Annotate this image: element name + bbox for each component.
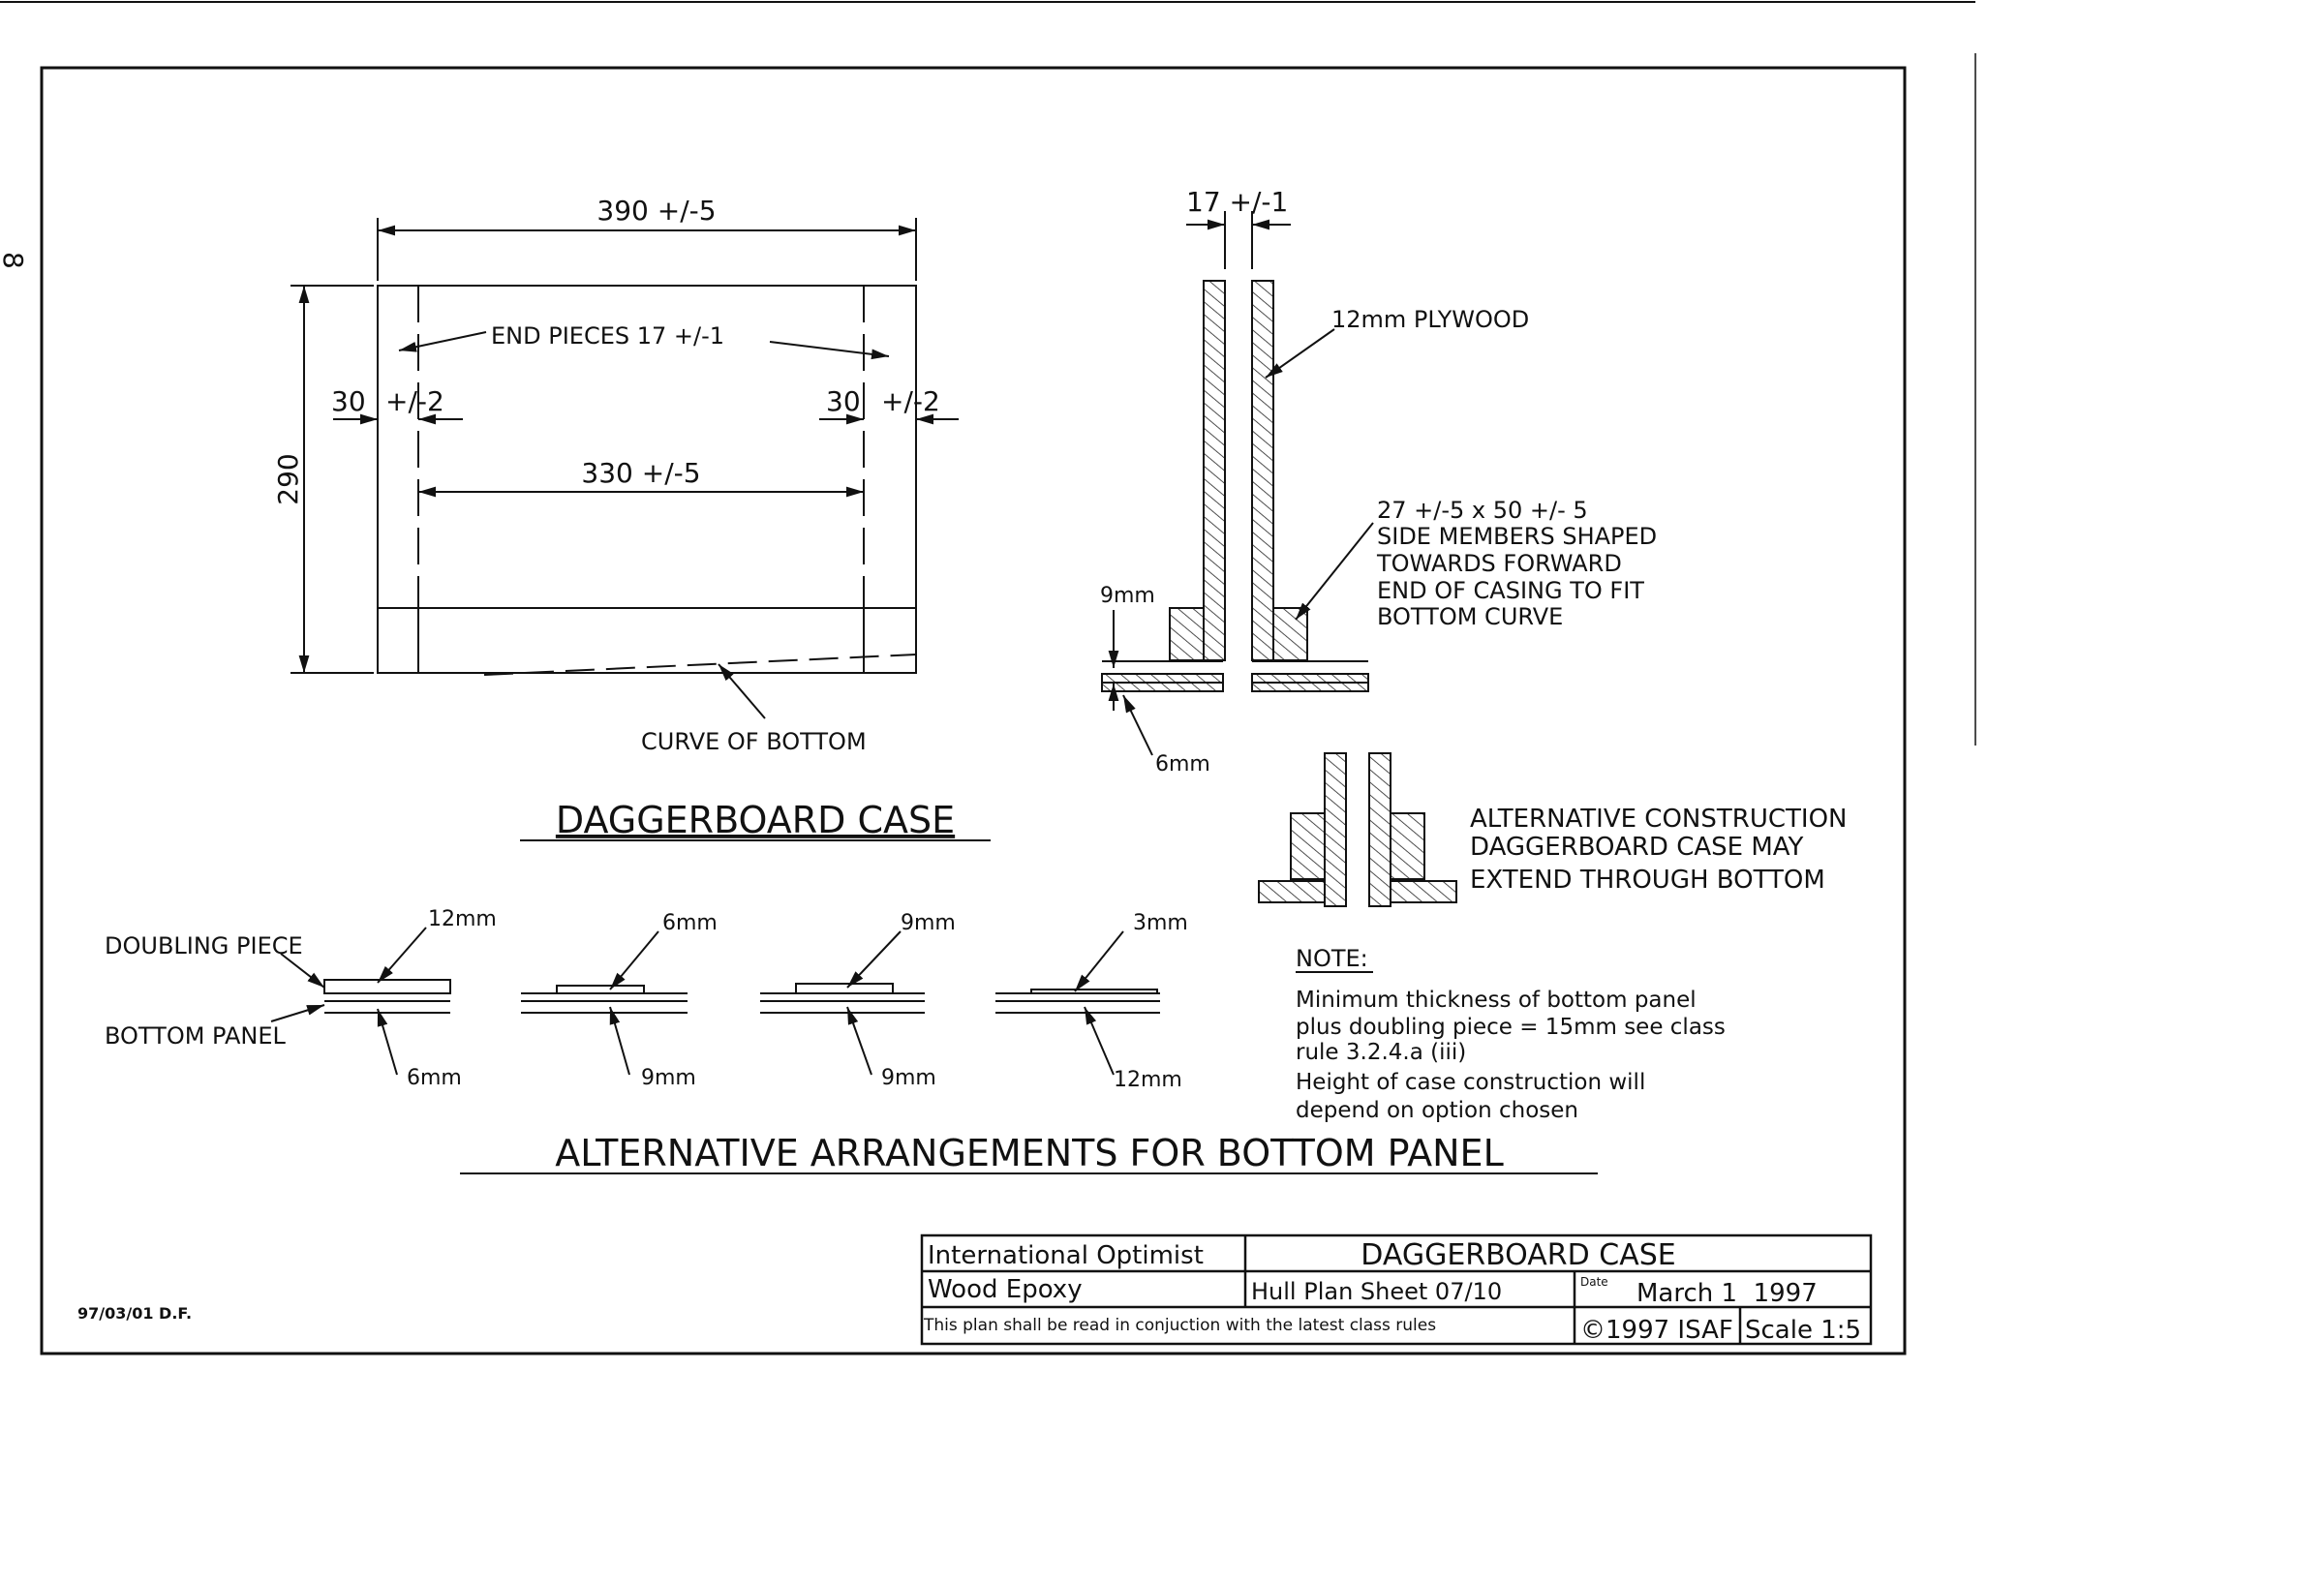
svg-text:EXTEND THROUGH BOTTOM: EXTEND THROUGH BOTTOM	[1470, 866, 1825, 895]
svg-text:Height of case construction wi: Height of case construction will	[1296, 1070, 1645, 1095]
curve-of-bottom-label: CURVE OF BOTTOM	[641, 728, 867, 755]
side-members-note: 27 +/-5 x 50 +/- 5 SIDE MEMBERS SHAPED T…	[1376, 497, 1657, 630]
drawing-border	[40, 66, 1907, 1355]
svg-text:rule 3.2.4.a (iii): rule 3.2.4.a (iii)	[1296, 1040, 1466, 1065]
svg-text:DAGGERBOARD CASE MAY: DAGGERBOARD CASE MAY	[1470, 833, 1804, 862]
bottom-panel-label: BOTTOM PANEL	[105, 1022, 287, 1050]
case-title: DAGGERBOARD CASE	[556, 799, 955, 841]
case-section-view	[1101, 211, 1374, 756]
overall-length-dim: 390 +/-5	[596, 195, 716, 227]
gap-dim: 17 +/-1	[1186, 186, 1288, 218]
doubling-piece-label: DOUBLING PIECE	[105, 932, 303, 959]
option-1-bottom: 6mm	[407, 1066, 462, 1090]
sheet-number: Hull Plan Sheet 07/10	[1251, 1278, 1502, 1305]
option-2-top: 6mm	[662, 911, 718, 935]
alt-construction-view	[1258, 752, 1457, 907]
alt-construction-note: ALTERNATIVE CONSTRUCTION DAGGERBOARD CAS…	[1470, 805, 1847, 895]
title-block	[920, 1233, 1873, 1346]
svg-text:depend on option chosen: depend on option chosen	[1296, 1098, 1578, 1123]
svg-text:ALTERNATIVE CONSTRUCTION: ALTERNATIVE CONSTRUCTION	[1470, 805, 1847, 834]
bottom-panel-options	[270, 927, 1160, 1076]
svg-text:END OF CASING TO FIT: END OF CASING TO FIT	[1377, 577, 1644, 604]
copyright: ©1997 ISAF	[1580, 1316, 1733, 1345]
option-4-top: 3mm	[1133, 911, 1188, 935]
left-end-tol: +/-2	[385, 385, 444, 417]
drawing-reference: 97/03/01 D.F.	[77, 1304, 192, 1323]
right-end-dim: 30	[826, 385, 861, 417]
option-2-bottom: 9mm	[641, 1066, 696, 1090]
option-3-top: 9mm	[901, 911, 956, 935]
svg-text:TOWARDS FORWARD: TOWARDS FORWARD	[1376, 550, 1622, 577]
class-name: International Optimist	[928, 1241, 1204, 1270]
date-label: Date	[1580, 1275, 1608, 1289]
date-value: March 1 1997	[1636, 1279, 1818, 1308]
svg-text:SIDE MEMBERS SHAPED: SIDE MEMBERS SHAPED	[1377, 523, 1657, 550]
end-pieces-label: END PIECES 17 +/-1	[491, 322, 724, 350]
option-4-bottom: 12mm	[1114, 1068, 1182, 1092]
scale: Scale 1:5	[1745, 1316, 1861, 1345]
material: Wood Epoxy	[928, 1275, 1083, 1304]
plywood-label: 12mm PLYWOOD	[1331, 306, 1529, 333]
note-body: Minimum thickness of bottom panel plus d…	[1296, 988, 1726, 1123]
scan-edges	[0, 1, 1976, 746]
dim-9mm: 9mm	[1100, 584, 1155, 608]
svg-text:BOTTOM CURVE: BOTTOM CURVE	[1377, 603, 1563, 630]
margin-mark: 8	[0, 252, 29, 269]
note-heading: NOTE:	[1296, 945, 1368, 972]
right-end-tol: +/-2	[881, 385, 940, 417]
height-dim: 290	[272, 453, 304, 504]
svg-text:plus doubling piece = 15mm see: plus doubling piece = 15mm see class	[1296, 1015, 1726, 1040]
option-1-top: 12mm	[428, 907, 497, 931]
bottom-panel-title: ALTERNATIVE ARRANGEMENTS FOR BOTTOM PANE…	[555, 1132, 1503, 1174]
inner-length-dim: 330 +/-5	[581, 457, 700, 489]
svg-text:27 +/-5 x 50 +/- 5: 27 +/-5 x 50 +/- 5	[1377, 497, 1588, 524]
case-plan-view	[290, 218, 959, 719]
disclaimer: This plan shall be read in conjuction wi…	[923, 1316, 1436, 1335]
option-3-bottom: 9mm	[881, 1066, 936, 1090]
svg-text:Minimum thickness of bottom pa: Minimum thickness of bottom panel	[1296, 988, 1697, 1013]
sheet-title: DAGGERBOARD CASE	[1361, 1238, 1675, 1272]
dim-6mm: 6mm	[1155, 752, 1210, 776]
left-end-dim: 30	[331, 385, 366, 417]
